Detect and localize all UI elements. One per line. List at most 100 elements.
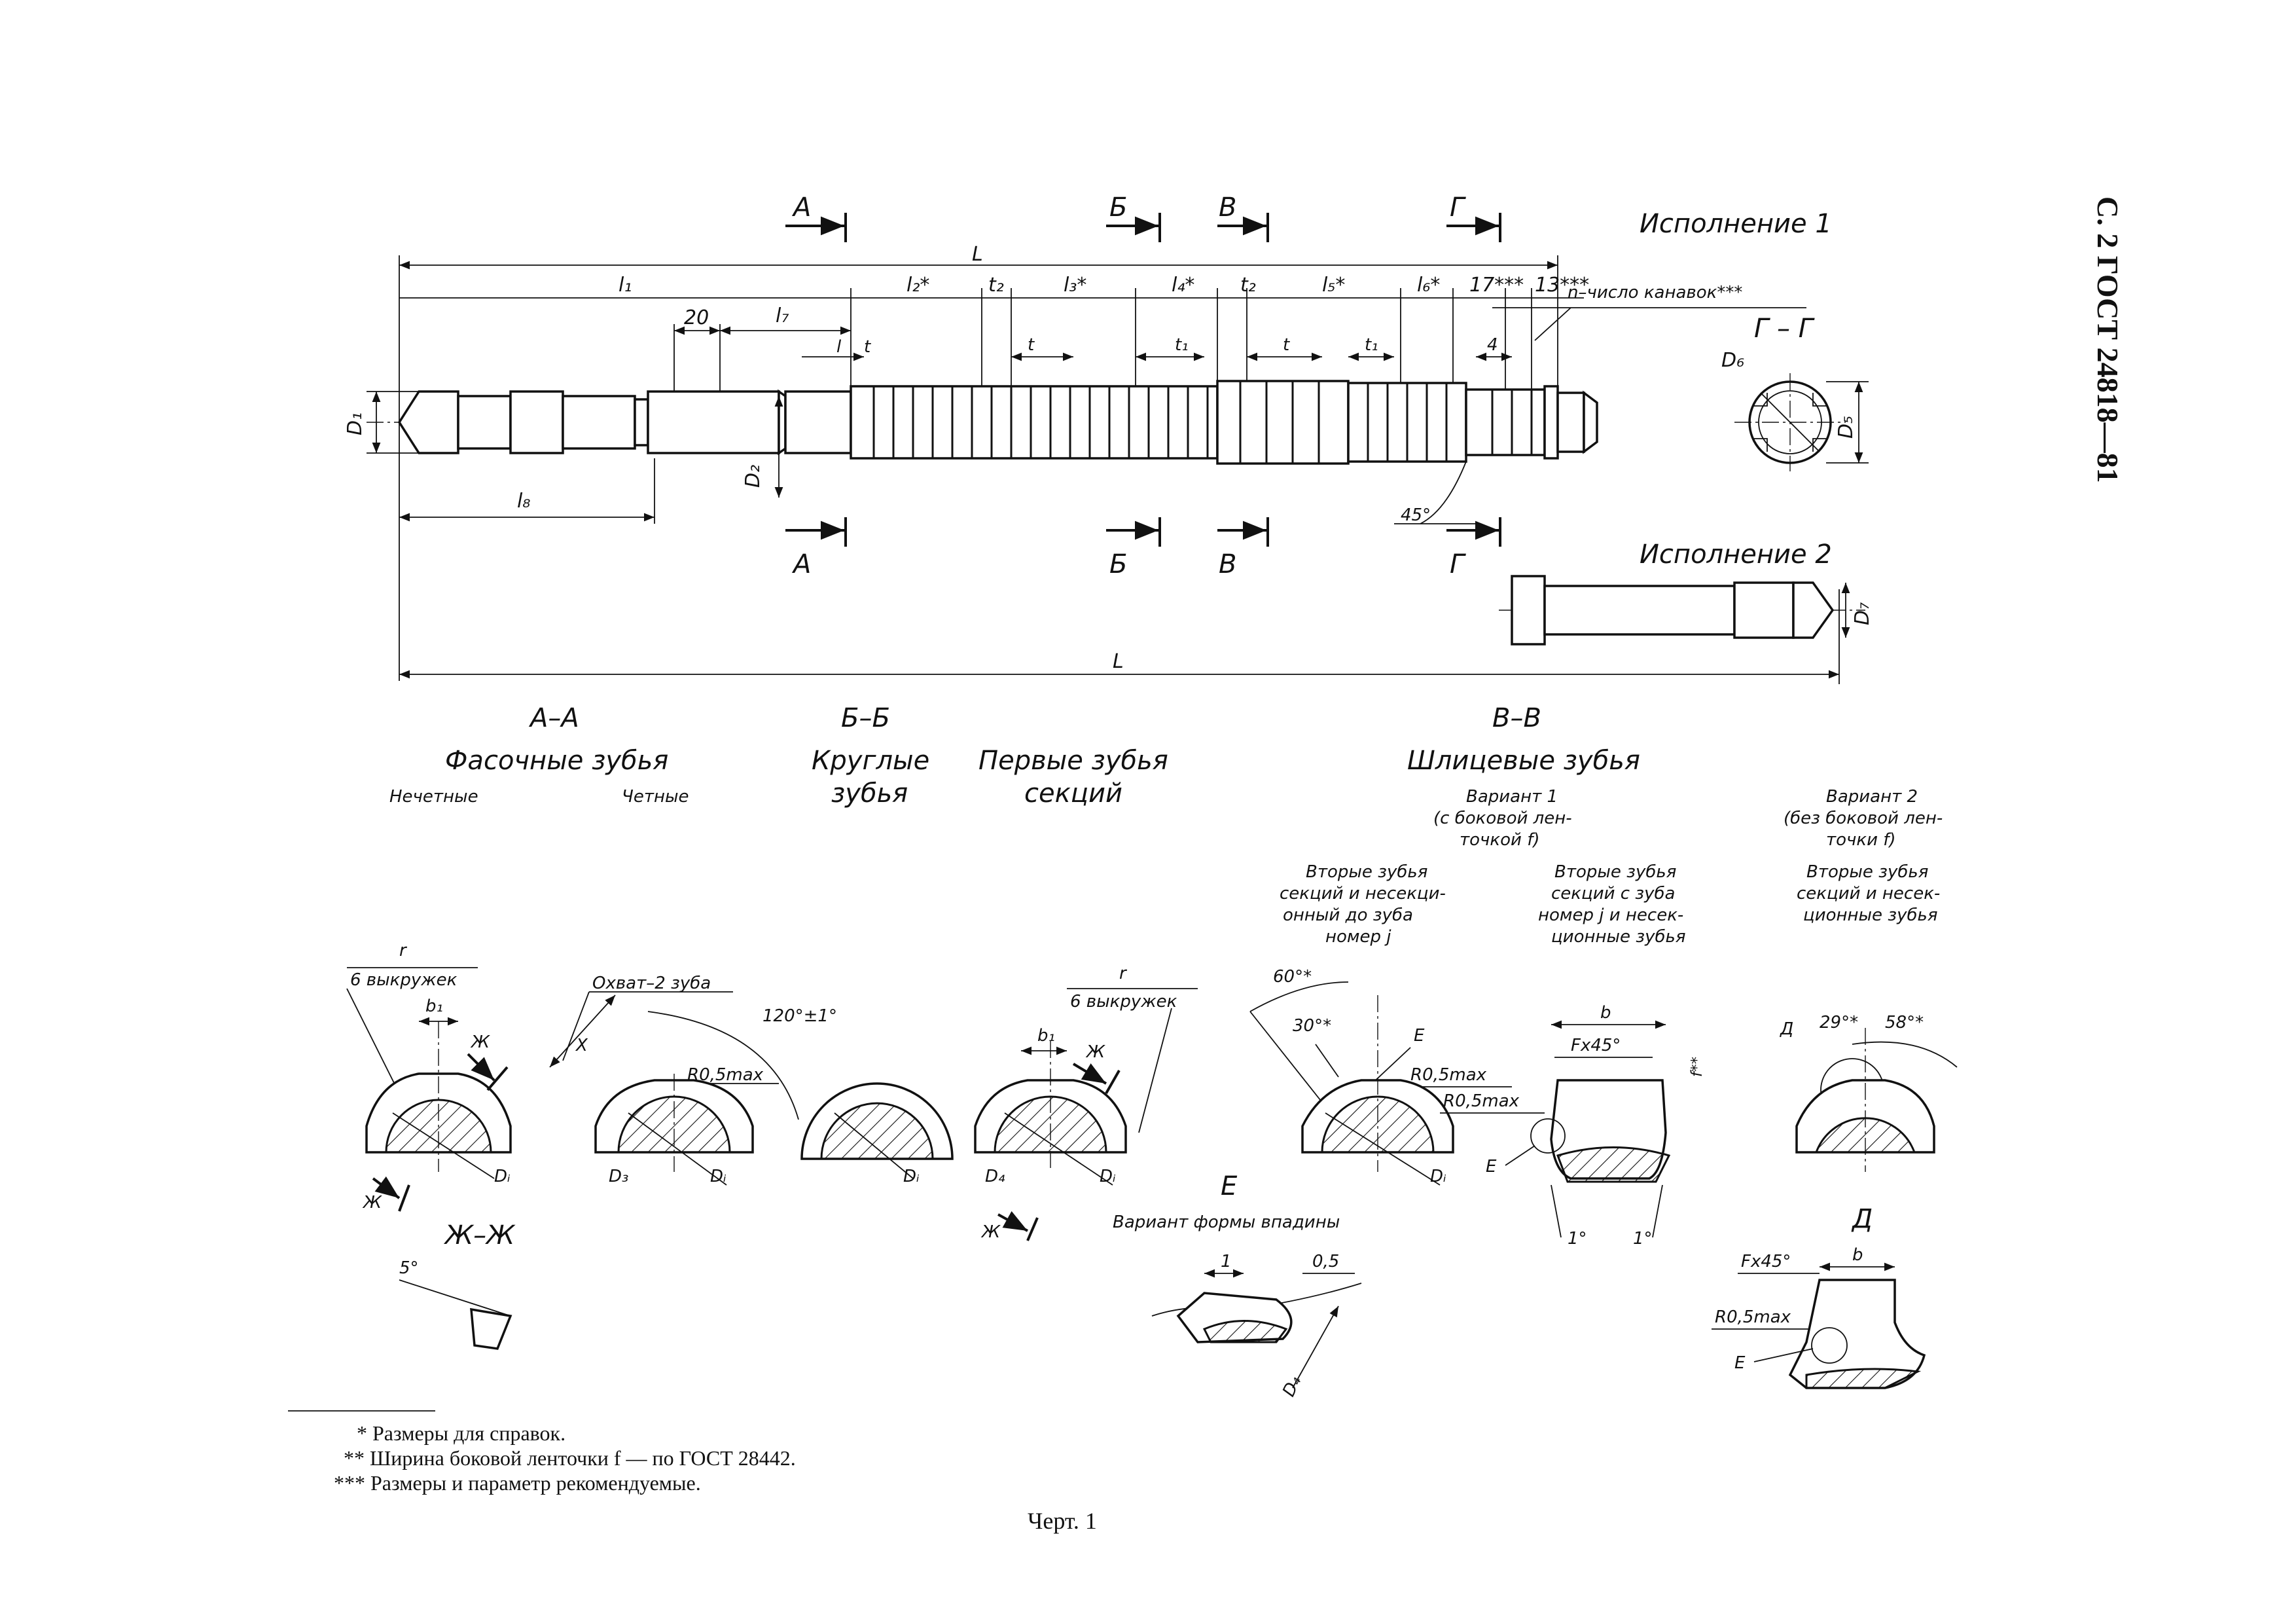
dim-l2: l₂* [906, 274, 929, 297]
var2-line2: (без боковой лен- [1784, 809, 1943, 828]
dim-13: 13*** [1535, 274, 1589, 297]
aa-title: А–А [528, 703, 579, 733]
dim-D7: D₇ [1851, 602, 1874, 625]
footnotes: * Размеры для справок. ** Ширина боковой… [288, 1410, 1097, 1534]
aa-six-cutouts: 6 выкружек [350, 970, 457, 990]
d-title: Д [1851, 1204, 1873, 1234]
vv-name: Шлицевые зубья [1407, 746, 1640, 776]
var1-line2: (с боковой лен- [1433, 809, 1572, 828]
aa-zh-top: Ж [470, 1032, 490, 1052]
aa-r: r [399, 941, 408, 960]
section-g-top: Г [1450, 192, 1466, 223]
first-teeth-1: Первые зубья [978, 746, 1168, 776]
detail-first-teeth: r 6 выкружек b₁ Ж D₄ Dᵢ Ж [974, 964, 1198, 1242]
aa-zh-bottom: Ж [362, 1193, 382, 1213]
broach-execution-2: D₇ [1499, 575, 1874, 646]
e-05: 0,5 [1312, 1252, 1339, 1271]
page-ref: С. 2 ГОСТ 24818—81 [2091, 196, 2125, 483]
d-R05: R0,5max [1715, 1307, 1791, 1327]
second-b-3: номер j и несек- [1538, 905, 1683, 925]
e-D4: D₄ [1279, 1373, 1305, 1400]
section-markers: А А Б Б В В Г Г [785, 192, 1501, 579]
first-teeth-2: секций [1024, 778, 1122, 809]
dim-l5: l₅* [1322, 274, 1345, 297]
aa-X: X [575, 1036, 588, 1055]
aa-D3: D₃ [609, 1167, 628, 1186]
footnote-2: ** Ширина боковой ленточки f — по ГОСТ 2… [344, 1446, 796, 1470]
section-a-bottom: А [791, 549, 811, 579]
detail-aa-odd: r 6 выкружек b₁ Dᵢ Ж Ж [346, 941, 512, 1213]
dim-D1: D₁ [344, 412, 367, 435]
second-c-2: секций и несек- [1797, 884, 1940, 903]
section-v-top: В [1219, 192, 1236, 223]
aa-120: 120°±1° [762, 1006, 837, 1026]
figure-caption: Черт. 1 [1028, 1508, 1097, 1534]
section-v-bottom: В [1219, 549, 1236, 579]
dim-L-bottom: L [1113, 650, 1124, 673]
dim-l8: l₈ [517, 490, 530, 513]
dim-t2: t₂ [988, 274, 1004, 297]
second-b-2: секций с зуба [1551, 884, 1676, 903]
ft-zh-bottom: Ж [980, 1222, 1001, 1242]
v2-29: 29°* [1820, 1013, 1858, 1032]
v2-58: 58°* [1885, 1013, 1924, 1032]
vv-E: Е [1414, 1026, 1425, 1046]
e-title: Е [1221, 1171, 1238, 1201]
dim-20: 20 [684, 306, 709, 329]
aa-name: Фасочные зубья [445, 746, 668, 776]
vv-R05b: R0,5max [1443, 1091, 1520, 1111]
aa-b1: b₁ [425, 996, 443, 1016]
zhzh-5deg: 5° [399, 1258, 419, 1278]
var1-line1: Вариант 1 [1466, 787, 1558, 807]
dim-D2: D₂ [742, 465, 764, 488]
dim-D6: D₆ [1721, 349, 1744, 372]
d-Fx45: Fx45° [1741, 1252, 1791, 1271]
execution-2-label: Исполнение 2 [1640, 539, 1832, 570]
ft-zh: Ж [1085, 1042, 1105, 1062]
dim-t-a: t [864, 337, 871, 357]
detail-bb: Dᵢ [800, 1082, 954, 1186]
e-variant: Вариант формы впадины [1113, 1213, 1340, 1232]
detail-e: Е Вариант формы впадины 1 0,5 D₄ [1113, 1171, 1362, 1400]
second-b-1: Вторые зубья [1554, 862, 1676, 882]
footnote-1: * Размеры для справок. [357, 1421, 565, 1445]
dim-t1: t₁ [1175, 335, 1189, 355]
bb-title: Б–Б [841, 703, 890, 733]
section-gg-view: Г – Г D₅ D₆ [1721, 314, 1869, 471]
second-a-2: секций и несекци- [1280, 884, 1446, 903]
ft-r: r [1119, 964, 1128, 983]
vv-b: b [1600, 1003, 1611, 1023]
aa-Di: Dᵢ [494, 1167, 511, 1186]
bb-name-2: зубья [831, 778, 908, 809]
ft-b1: b₁ [1037, 1026, 1055, 1046]
vv-R05: R0,5max [1410, 1065, 1487, 1085]
execution-1-label: Исполнение 1 [1640, 209, 1832, 239]
section-a-top: А [791, 192, 811, 223]
bb-name-1: Круглые [812, 746, 929, 776]
detail-d: Д Fx45° b R0,5max Е [1712, 1204, 1926, 1389]
detail-zhzh: Ж–Ж 5° [399, 1220, 516, 1350]
dim-t1b: t₁ [1365, 335, 1378, 355]
second-b-4: ционные зубья [1551, 927, 1686, 947]
vv-Fx45: Fx45° [1571, 1036, 1621, 1055]
vv-E-b: Е [1486, 1157, 1497, 1176]
ft-Di: Dᵢ [1100, 1167, 1116, 1186]
detail-aa-even: Охват–2 зуба X 120°±1° R0,5max D₃ Dᵢ [549, 974, 837, 1186]
dim-l1: l₁ [619, 274, 632, 297]
broach-main-view [367, 380, 1598, 465]
dim-D5: D₅ [1835, 416, 1857, 439]
vv-title: В–В [1492, 703, 1541, 733]
d-b: b [1852, 1245, 1863, 1265]
vv-30: 30°* [1293, 1016, 1331, 1036]
grooves-note: n–число канавок*** [1568, 283, 1742, 302]
second-a-4: номер j [1325, 927, 1391, 947]
dim-45: 45° [1401, 505, 1431, 525]
detail-vv-var2: Д 29°* 58°* [1780, 1013, 1958, 1172]
dim-l-small: l [836, 337, 842, 357]
footnote-3: *** Размеры и параметр рекомендуемые. [334, 1471, 701, 1495]
v2-D: Д [1780, 1019, 1793, 1039]
var1-line3: точкой f) [1460, 830, 1539, 850]
dim-l4: l₄* [1172, 274, 1194, 297]
zhzh-title: Ж–Ж [443, 1220, 516, 1250]
